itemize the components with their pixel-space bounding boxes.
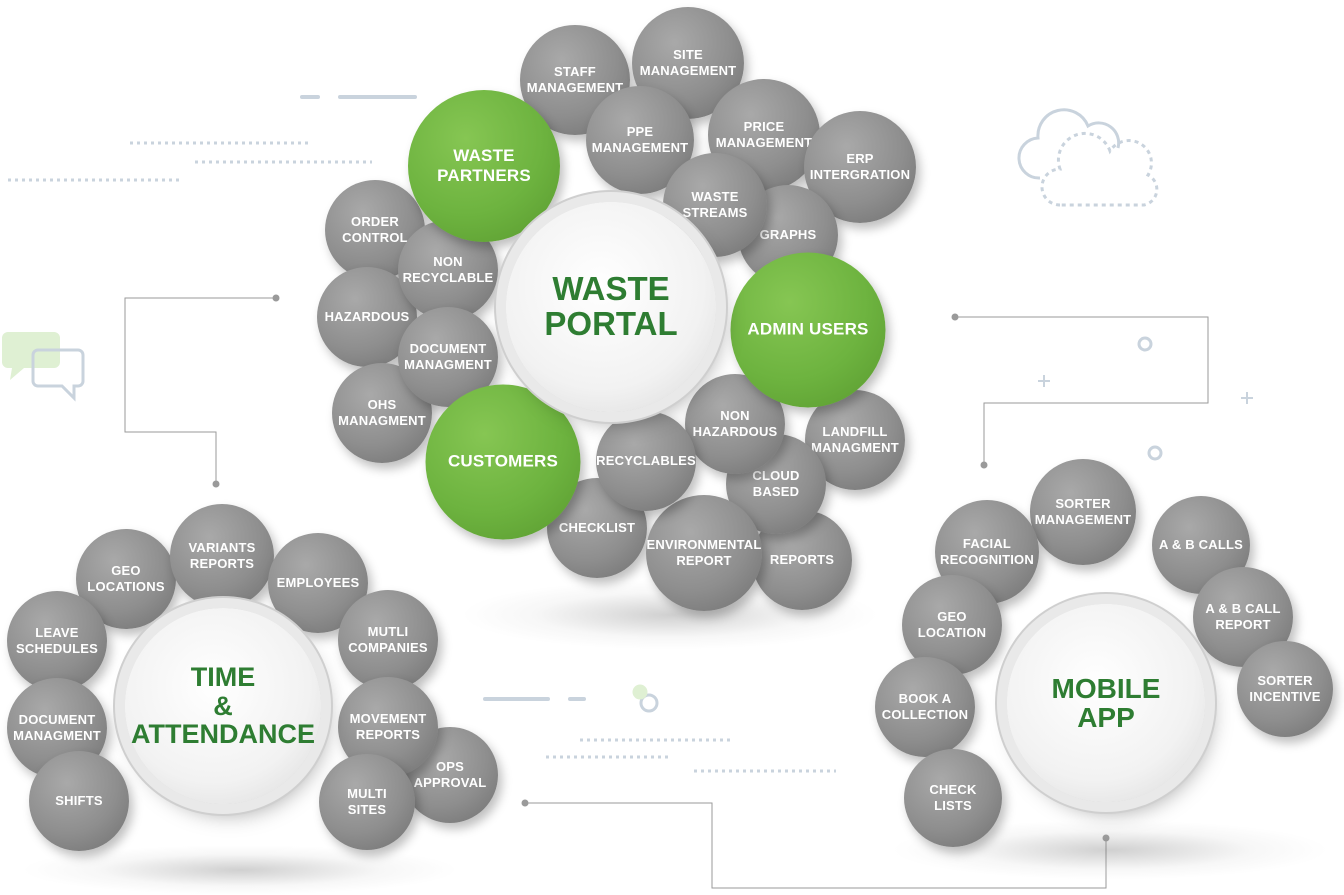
hub-time-attendance: TIME & ATTENDANCE (125, 608, 321, 804)
dotted-decoration-bottom (546, 738, 836, 773)
node-leave-schedules: LEAVE SCHEDULES (7, 591, 107, 691)
connector-dots (212, 294, 1110, 842)
node-mutli-companies: MUTLI COMPANIES (338, 590, 438, 690)
node-variants-reports: VARIANTS REPORTS (170, 504, 274, 608)
node-check-lists: CHECK LISTS (904, 749, 1002, 847)
node-ab-call-report: A & B CALL REPORT (1193, 567, 1293, 667)
dotted-decoration-top (8, 141, 372, 182)
connector-lines (124, 297, 1209, 889)
node-book-a-collection: BOOK A COLLECTION (875, 657, 975, 757)
cloud-icon (1017, 108, 1159, 207)
node-shifts: SHIFTS (29, 751, 129, 851)
node-customers: CUSTOMERS (425, 384, 581, 540)
plus-icon (1038, 375, 1253, 404)
hub-waste-portal: WASTE PORTAL (506, 202, 716, 412)
ring-icon (632, 336, 1163, 713)
node-recyclables: RECYCLABLES (596, 411, 696, 511)
node-waste-streams: WASTE STREAMS (663, 153, 767, 257)
node-sorter-incentive: SORTER INCENTIVE (1237, 641, 1333, 737)
node-multi-sites: MULTI SITES (319, 754, 415, 850)
floor-shadow-time (20, 845, 460, 895)
node-ops-approval: OPS APPROVAL (402, 727, 498, 823)
hub-mobile-app: MOBILE APP (1007, 604, 1205, 802)
node-environmental-report: ENVIRONMENTAL REPORT (646, 495, 762, 611)
chat-bubbles-icon (2, 332, 85, 402)
node-price-management: PRICE MANAGEMENT (708, 79, 820, 191)
node-admin-users: ADMIN USERS (730, 252, 886, 408)
node-waste-partners: WASTE PARTNERS (408, 90, 560, 242)
node-geo-location: GEO LOCATION (902, 575, 1002, 675)
node-sorter-management: SORTER MANAGEMENT (1030, 459, 1136, 565)
